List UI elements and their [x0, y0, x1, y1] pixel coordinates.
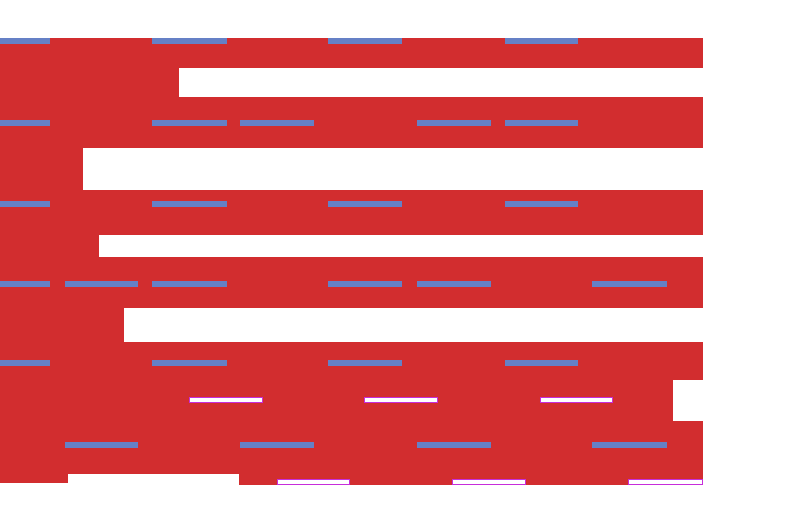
link-underline-bar[interactable] — [0, 38, 50, 44]
highlighted-link-bar[interactable] — [189, 397, 263, 403]
link-underline-bar[interactable] — [328, 360, 402, 366]
link-underline-bar[interactable] — [240, 442, 314, 448]
link-underline-bar[interactable] — [417, 442, 491, 448]
link-underline-bar[interactable] — [505, 201, 578, 207]
highlighted-link-bar[interactable] — [628, 479, 703, 485]
link-underline-bar[interactable] — [0, 281, 50, 287]
link-underline-bar[interactable] — [592, 442, 667, 448]
highlighted-link-bar[interactable] — [277, 479, 350, 485]
link-underline-bar[interactable] — [505, 120, 578, 126]
link-underline-bar[interactable] — [240, 120, 314, 126]
link-underline-bar[interactable] — [152, 281, 227, 287]
highlighted-link-bar[interactable] — [540, 397, 613, 403]
paragraph-gap — [83, 148, 703, 190]
link-underline-bar[interactable] — [0, 360, 50, 366]
link-underline-bar[interactable] — [152, 120, 227, 126]
link-underline-bar[interactable] — [65, 281, 138, 287]
link-underline-bar[interactable] — [417, 281, 491, 287]
paragraph-gap — [124, 308, 703, 342]
link-underline-bar[interactable] — [0, 201, 50, 207]
paragraph-gap — [673, 380, 703, 421]
paragraph-gap — [99, 235, 703, 257]
link-underline-bar[interactable] — [0, 120, 50, 126]
red-text-block — [239, 38, 703, 485]
highlighted-link-bar[interactable] — [452, 479, 526, 485]
link-underline-bar[interactable] — [152, 360, 227, 366]
paragraph-gap — [179, 68, 703, 97]
link-underline-bar[interactable] — [152, 38, 227, 44]
link-underline-bar[interactable] — [505, 360, 578, 366]
highlighted-link-bar[interactable] — [364, 397, 438, 403]
link-underline-bar[interactable] — [328, 281, 402, 287]
link-underline-bar[interactable] — [592, 281, 667, 287]
link-underline-bar[interactable] — [152, 201, 227, 207]
red-text-block — [0, 38, 68, 483]
link-underline-bar[interactable] — [65, 442, 138, 448]
link-underline-bar[interactable] — [328, 38, 402, 44]
link-underline-bar[interactable] — [417, 120, 491, 126]
link-underline-bar[interactable] — [505, 38, 578, 44]
link-underline-bar[interactable] — [328, 201, 402, 207]
